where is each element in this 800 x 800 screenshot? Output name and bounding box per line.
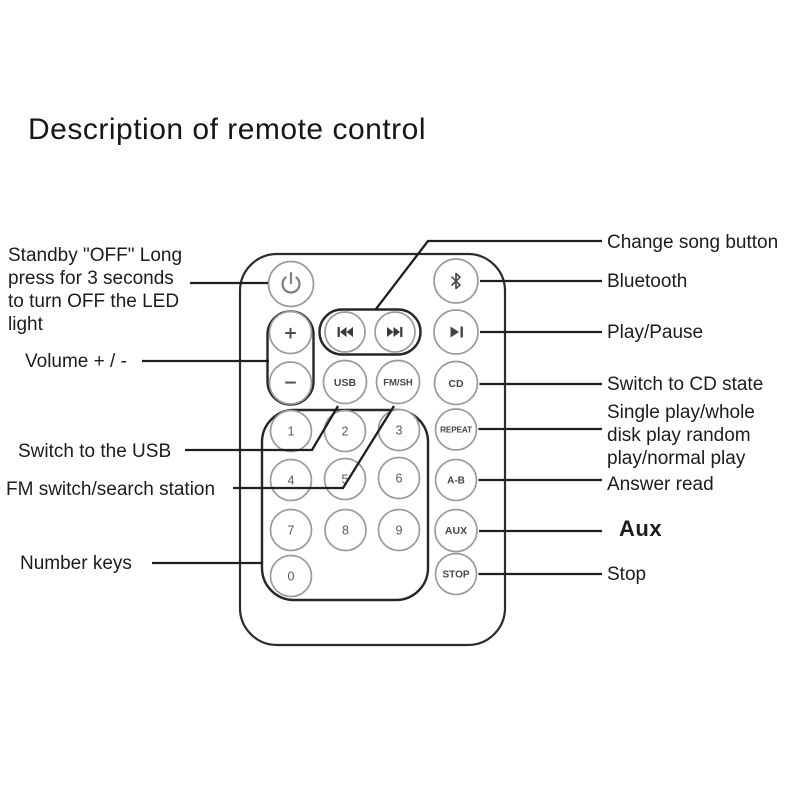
label-line: Change song button bbox=[607, 232, 779, 253]
label-line: Aux bbox=[619, 516, 663, 541]
a-b-button-label[interactable]: A-B bbox=[447, 476, 465, 487]
label-stop: Stop bbox=[607, 563, 646, 586]
label-line: Volume + / - bbox=[25, 351, 127, 372]
volume-up-label[interactable]: + bbox=[283, 324, 297, 344]
page-title: Description of remote control bbox=[28, 113, 426, 146]
label-line: to turn OFF the LED bbox=[8, 291, 180, 312]
label-line: disk play random bbox=[607, 425, 751, 446]
digit-1-button[interactable] bbox=[269, 409, 313, 453]
label-play-pause: Play/Pause bbox=[607, 321, 703, 344]
usb-button-label[interactable]: USB bbox=[334, 377, 357, 389]
repeat-button[interactable] bbox=[434, 408, 478, 451]
volume-down-label[interactable]: − bbox=[283, 373, 297, 393]
cd-button-label[interactable]: CD bbox=[448, 378, 464, 390]
power-icon bbox=[281, 271, 301, 294]
connector-change-song bbox=[375, 239, 602, 310]
label-bluetooth: Bluetooth bbox=[607, 270, 687, 293]
label-line: Stop bbox=[607, 564, 647, 585]
label-answer-read: Answer read bbox=[607, 473, 714, 496]
digit-9-button[interactable] bbox=[377, 508, 421, 552]
digit-5-label[interactable]: 5 bbox=[342, 473, 349, 487]
bluetooth-icon bbox=[451, 272, 461, 290]
previous-track-icon bbox=[337, 327, 353, 337]
volume-down-button[interactable] bbox=[268, 361, 313, 405]
digit-4-label[interactable]: 4 bbox=[288, 474, 295, 488]
stop-button[interactable] bbox=[434, 552, 478, 596]
label-line: Answer read bbox=[607, 474, 714, 495]
digit-8-button[interactable] bbox=[324, 508, 367, 552]
connector-fm-switch bbox=[233, 405, 395, 490]
label-line: Bluetooth bbox=[607, 271, 688, 292]
digit-8-label[interactable]: 8 bbox=[342, 524, 349, 538]
label-switch-cd: Switch to CD state bbox=[607, 373, 763, 396]
label-aux: Aux bbox=[619, 517, 662, 540]
next-track-icon bbox=[387, 327, 403, 337]
label-standby: Standby "OFF" Long press for 3 seconds t… bbox=[8, 244, 182, 336]
play-pause-icon bbox=[450, 326, 463, 338]
label-switch-usb: Switch to the USB bbox=[18, 440, 171, 463]
label-line: Number keys bbox=[20, 553, 132, 574]
fm-sh-button-label[interactable]: FM/SH bbox=[383, 378, 413, 389]
digit-1-label[interactable]: 1 bbox=[288, 425, 295, 439]
label-fm-switch: FM switch/search station bbox=[6, 478, 215, 501]
label-line: play/normal play bbox=[607, 448, 746, 469]
label-line: press for 3 seconds bbox=[8, 268, 174, 289]
label-line: Standby "OFF" Long bbox=[8, 245, 183, 266]
label-line: light bbox=[8, 314, 43, 335]
fm-sh-button[interactable] bbox=[375, 359, 421, 405]
digit-6-label[interactable]: 6 bbox=[396, 472, 403, 486]
volume-up-button[interactable] bbox=[268, 310, 313, 355]
label-line: Switch to CD state bbox=[607, 374, 764, 395]
repeat-button-label[interactable]: REPEAT bbox=[440, 425, 472, 435]
digit-9-label[interactable]: 9 bbox=[396, 524, 403, 538]
label-number-keys: Number keys bbox=[20, 552, 132, 575]
connector-switch-usb bbox=[185, 405, 339, 452]
digit-7-button[interactable] bbox=[269, 508, 313, 552]
label-line: Switch to the USB bbox=[18, 441, 172, 462]
label-line: Play/Pause bbox=[607, 322, 704, 343]
track-group-outline bbox=[318, 308, 422, 356]
aux-button-label[interactable]: AUX bbox=[445, 525, 467, 537]
digit-0-button[interactable] bbox=[269, 554, 313, 598]
aux-button[interactable] bbox=[434, 508, 478, 553]
a-b-button[interactable] bbox=[434, 458, 478, 502]
digit-3-label[interactable]: 3 bbox=[396, 424, 403, 438]
usb-button[interactable] bbox=[322, 359, 368, 405]
stop-button-label[interactable]: STOP bbox=[442, 570, 469, 581]
digit-7-label[interactable]: 7 bbox=[288, 524, 295, 538]
cd-button[interactable] bbox=[433, 360, 479, 406]
label-change-song: Change song button bbox=[607, 231, 778, 254]
label-volume: Volume + / - bbox=[25, 350, 127, 373]
digit-4-button[interactable] bbox=[269, 458, 313, 502]
digit-0-label[interactable]: 0 bbox=[288, 570, 295, 584]
label-line: Single play/whole bbox=[607, 402, 755, 423]
label-line: FM switch/search station bbox=[6, 479, 216, 500]
digit-6-button[interactable] bbox=[377, 456, 421, 500]
digit-2-label[interactable]: 2 bbox=[342, 425, 349, 439]
label-repeat-modes: Single play/whole disk play random play/… bbox=[607, 401, 755, 470]
